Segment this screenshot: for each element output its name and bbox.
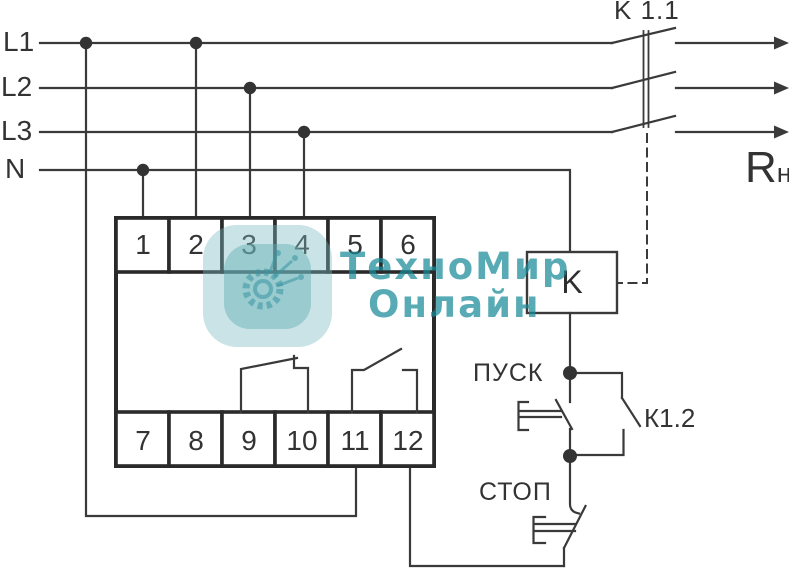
wire-l1-to-terminal-11 xyxy=(84,41,358,518)
stop-button-contact xyxy=(562,454,587,568)
arrow-icon xyxy=(774,36,789,50)
terminal-1 xyxy=(114,216,171,274)
internal-relay-contacts xyxy=(239,347,419,414)
junction-dot xyxy=(243,81,257,95)
terminal-number-11: 11 xyxy=(340,425,370,456)
terminal-number-8: 8 xyxy=(188,425,204,456)
terminal-6 xyxy=(379,216,436,274)
terminal-number-9: 9 xyxy=(241,425,257,456)
terminal-number-2: 2 xyxy=(188,229,204,260)
contactor-coil xyxy=(525,250,619,375)
wire-terminal-12-to-stop xyxy=(408,466,566,568)
line-label-l1: L1 xyxy=(3,26,35,57)
terminal-9 xyxy=(220,410,277,468)
contactor-k11-label: K 1.1 xyxy=(614,0,680,25)
relay-contact-11-12 xyxy=(350,347,419,414)
terminal-5 xyxy=(326,216,383,274)
load-symbol: R xyxy=(745,143,777,192)
start-button-label: ПУСК xyxy=(473,359,544,387)
load-subscript: н xyxy=(776,158,789,188)
arrow-icon xyxy=(774,125,789,139)
line-label-l3: L3 xyxy=(1,115,33,146)
junction-dot xyxy=(136,163,150,177)
power-lines xyxy=(38,41,614,254)
terminal-2 xyxy=(167,216,224,274)
contactor-main-contacts xyxy=(610,26,789,284)
stop-button-actuator-icon xyxy=(532,515,577,545)
terminal-number-6: 6 xyxy=(400,229,416,260)
stop-button-label: СТОП xyxy=(479,478,552,506)
terminal-7 xyxy=(114,410,171,468)
terminal-number-1: 1 xyxy=(135,229,151,260)
terminal-number-5: 5 xyxy=(347,229,363,260)
terminal-number-10: 10 xyxy=(286,425,318,456)
relay-contact-9-10 xyxy=(239,354,310,414)
terminal-number-4: 4 xyxy=(294,229,310,260)
terminal-number-12: 12 xyxy=(392,425,424,456)
k11-coil-link-dashed xyxy=(618,133,648,284)
load-label: Rн xyxy=(745,143,789,193)
k12-holding-contact xyxy=(568,371,642,457)
terminal-number-7: 7 xyxy=(135,425,151,456)
feeder-drops xyxy=(84,41,566,568)
terminal-row-top xyxy=(114,216,436,274)
arrow-icon xyxy=(774,81,789,95)
contactor-k12-label: К1.2 xyxy=(644,403,696,433)
junction-dot xyxy=(563,449,577,463)
terminal-number-3: 3 xyxy=(241,229,257,260)
coil-box xyxy=(525,250,619,315)
start-button-contact xyxy=(554,371,574,458)
wire-n xyxy=(38,168,572,254)
terminal-row-bottom xyxy=(114,410,436,468)
junction-dot xyxy=(297,125,311,139)
terminal-12 xyxy=(379,410,436,468)
junction-dot xyxy=(189,36,203,50)
line-label-n: N xyxy=(5,153,26,184)
start-button-actuator-icon xyxy=(517,400,563,432)
coil-label: K xyxy=(561,264,583,300)
line-label-l2: L2 xyxy=(1,71,33,102)
junction-dots xyxy=(79,36,577,463)
control-circuit xyxy=(517,371,642,568)
junction-dot xyxy=(79,36,93,50)
junction-dot xyxy=(563,366,577,380)
